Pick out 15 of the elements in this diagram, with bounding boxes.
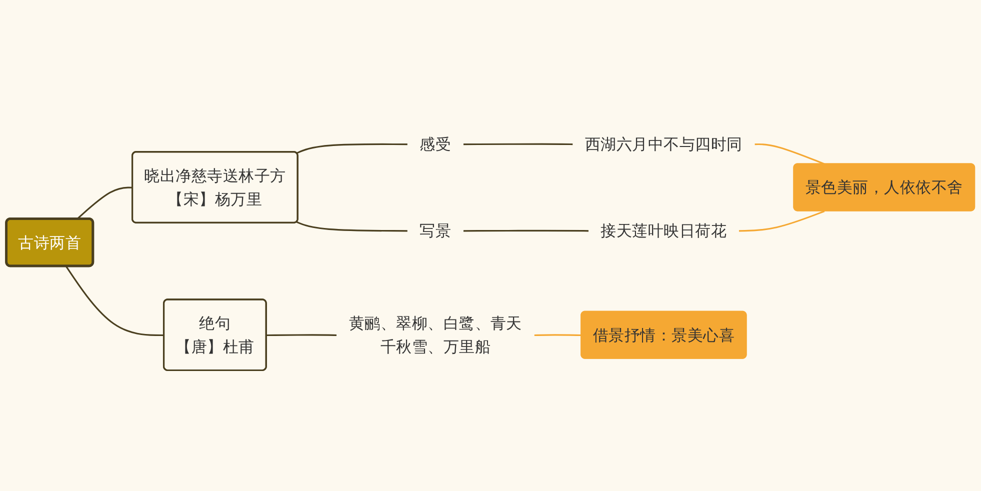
connector xyxy=(65,266,164,336)
node-text: 西湖六月中不与四时同 xyxy=(584,134,742,154)
connector xyxy=(754,144,825,165)
node-text: 感受 xyxy=(420,134,452,154)
node-text: 黄鹂、翠柳、白鹭、青天千秋雪、万里船 xyxy=(348,314,522,356)
connector xyxy=(534,334,582,336)
connector xyxy=(738,210,825,232)
connector xyxy=(296,144,408,154)
connector xyxy=(296,222,408,232)
connector xyxy=(266,334,338,336)
connector xyxy=(463,230,590,232)
node-text: 接天莲叶映日荷花 xyxy=(600,221,727,240)
connector xyxy=(76,186,133,220)
connector xyxy=(463,143,574,146)
node-text: 写景 xyxy=(420,221,452,240)
